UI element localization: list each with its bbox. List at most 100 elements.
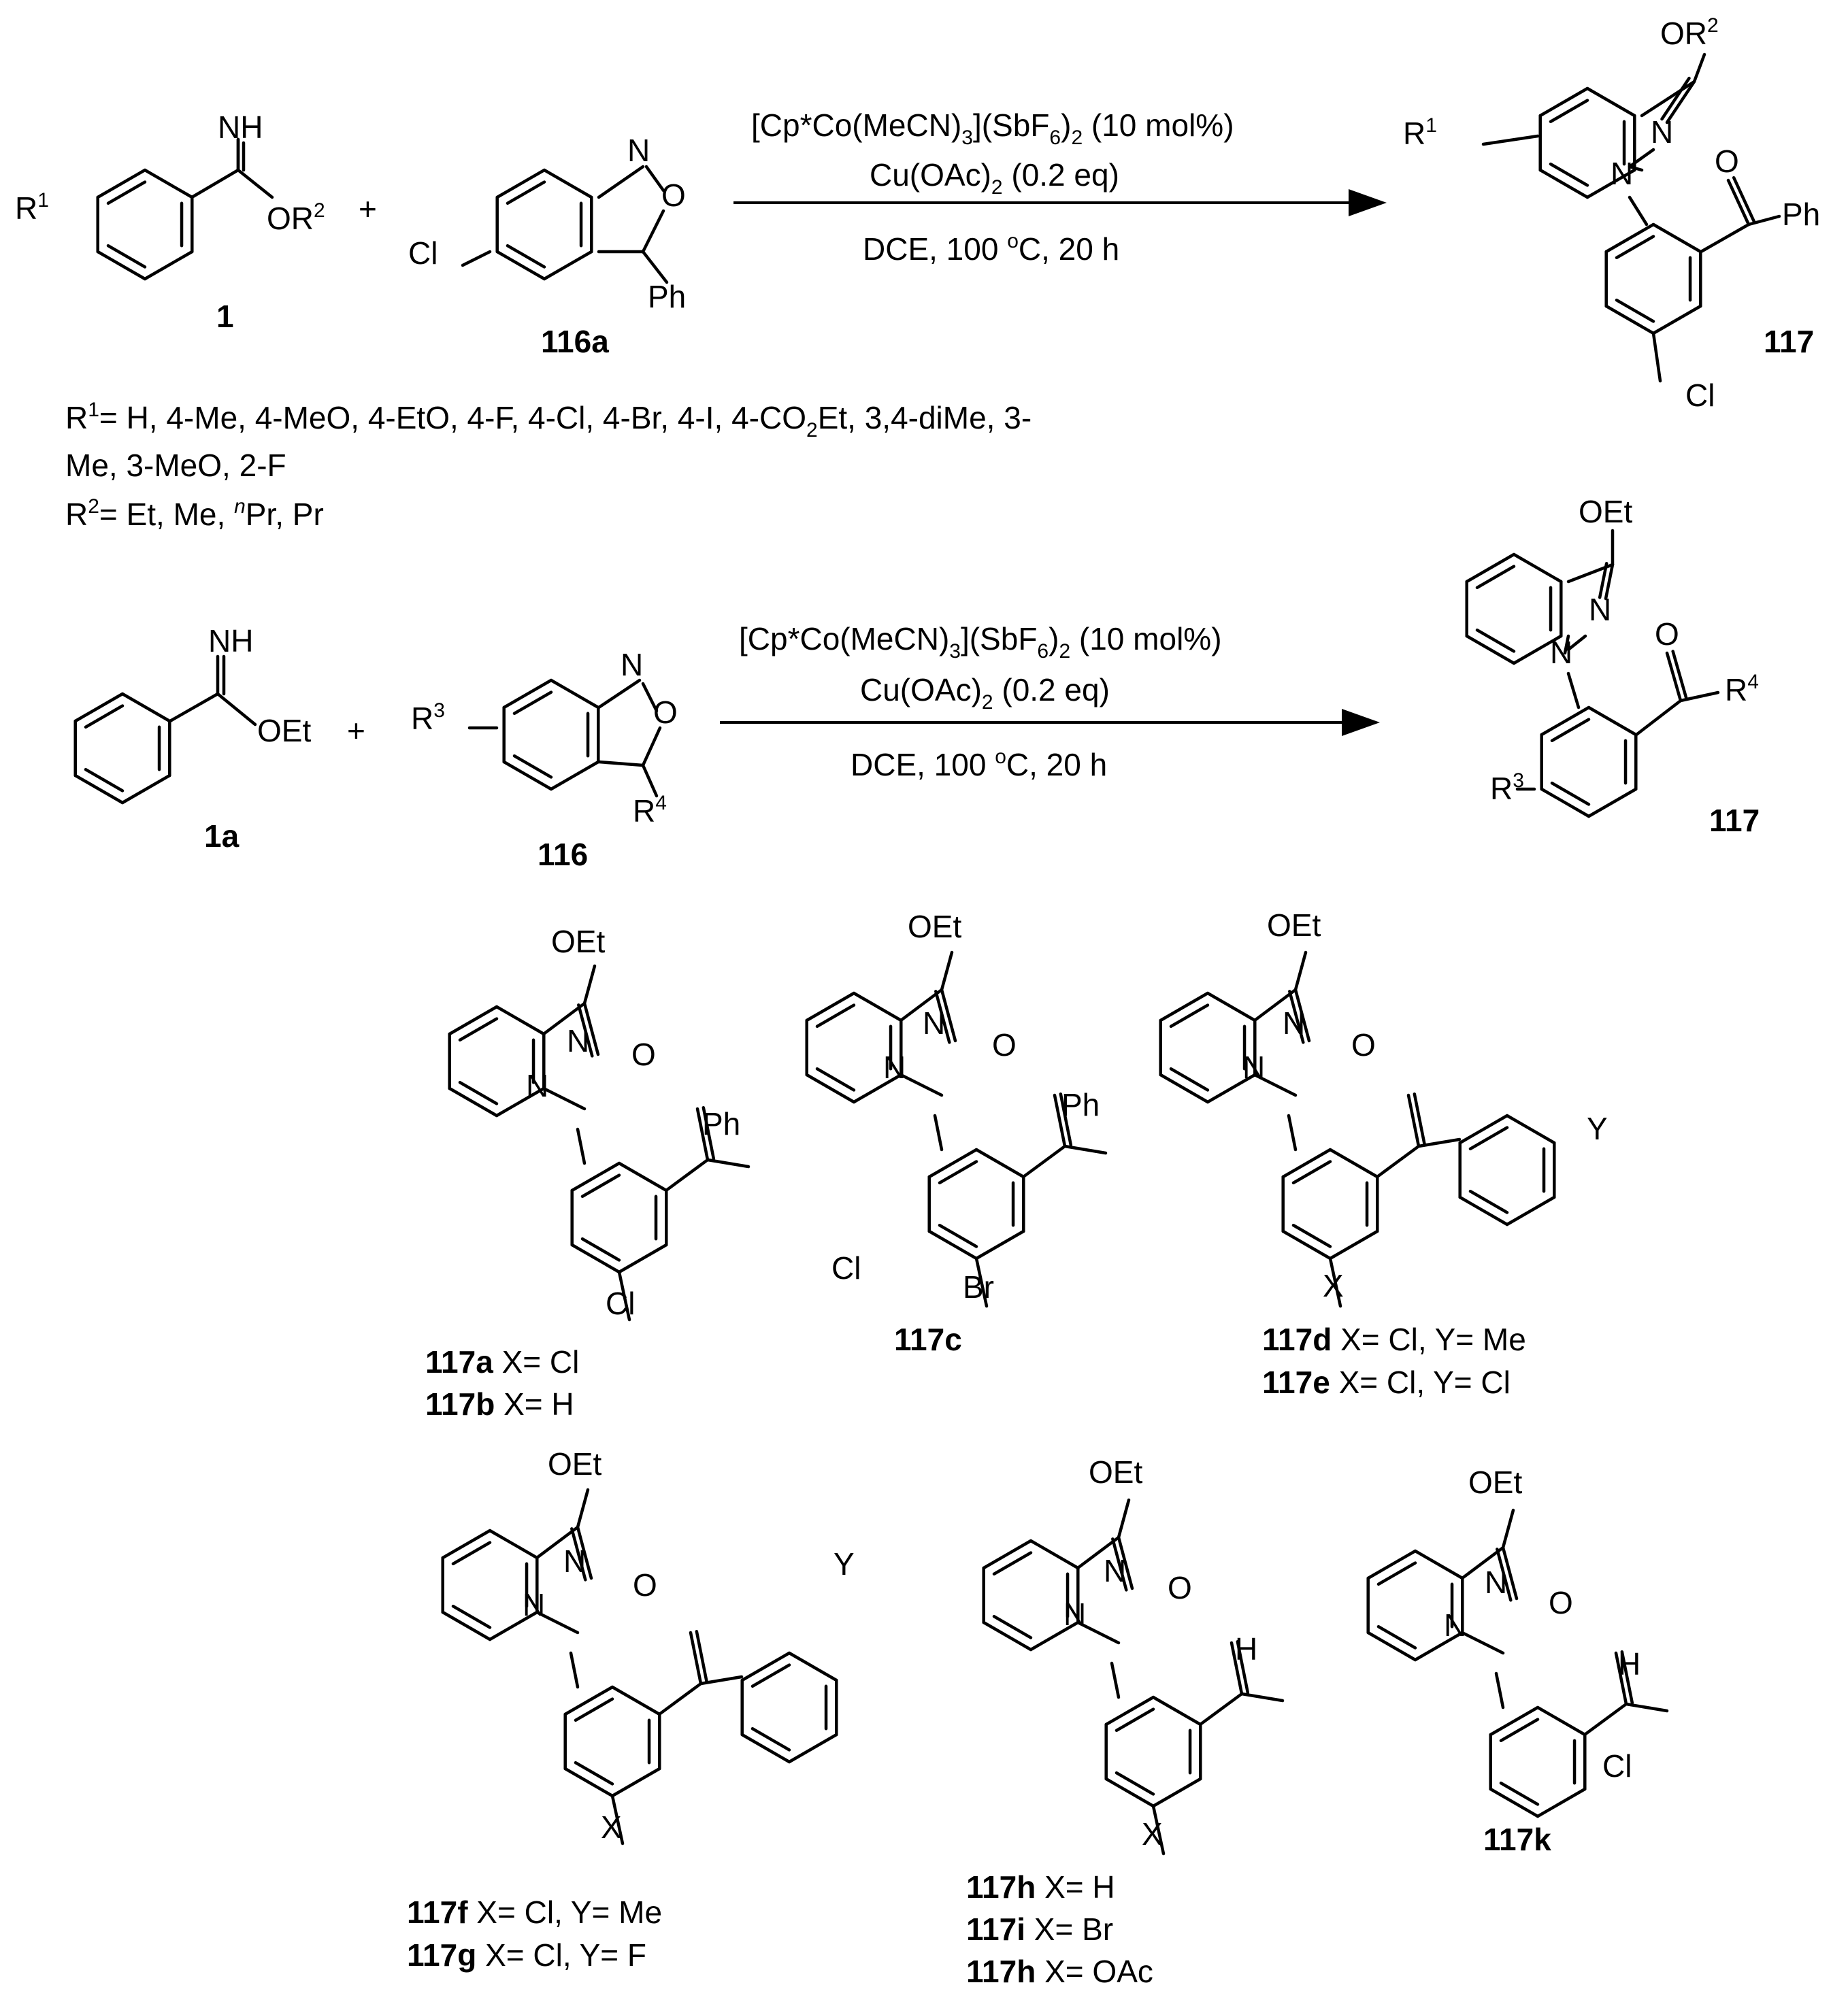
- r4-label: R4: [633, 792, 667, 829]
- r4-label: R4: [1725, 671, 1759, 707]
- ph-label: Ph: [1782, 197, 1820, 232]
- r1-label: R1: [15, 189, 49, 226]
- example-117a-b: OEt N N O Ph Cl 117a X= Cl 117b X= H: [425, 924, 740, 1422]
- caption-117f: 117f X= Cl, Y= Me: [407, 1895, 662, 1930]
- o-label: O: [633, 1567, 657, 1603]
- n-label: N: [1485, 1565, 1507, 1600]
- bond-lines: [73, 52, 1781, 1856]
- cl-label: Cl: [606, 1286, 635, 1321]
- compound-label-1: 1: [216, 299, 234, 334]
- example-117d-e: OEt N N O Y X 117d X= Cl, Y= Me 117e X= …: [1242, 907, 1608, 1400]
- x-label: X: [601, 1809, 622, 1845]
- oet-label: OEt: [1089, 1454, 1142, 1490]
- n-label: N: [1063, 1597, 1086, 1632]
- ph-label: Ph: [648, 279, 686, 314]
- caption-117g: 117g X= Cl, Y= F: [407, 1937, 646, 1973]
- y-label: Y: [1587, 1111, 1608, 1146]
- o-label: O: [1715, 144, 1739, 179]
- oet-label: OEt: [1579, 494, 1632, 529]
- oxidant-condition: Cu(OAc)2 (0.2 eq): [860, 672, 1110, 714]
- r1-substituents-cont: Me, 3-MeO, 2-F: [65, 448, 286, 483]
- o-label: O: [1351, 1027, 1376, 1063]
- catalyst-condition: [Cp*Co(MeCN)3](SbF6)2 (10 mol%): [739, 621, 1222, 663]
- oet-label: OEt: [548, 1446, 601, 1482]
- o-label: O: [1655, 616, 1679, 652]
- n-label: N: [523, 1587, 545, 1622]
- o-label: O: [1549, 1585, 1573, 1620]
- compound-label-116: 116: [538, 837, 588, 872]
- substituent-notes: R1= H, 4-Me, 4-MeO, 4-EtO, 4-F, 4-Cl, 4-…: [65, 399, 1032, 532]
- solvent-temp-condition: DCE, 100 oC, 20 h: [863, 230, 1119, 267]
- o-label: O: [661, 178, 686, 213]
- caption-117c: 117c: [894, 1322, 962, 1357]
- n-label: N: [526, 1068, 548, 1103]
- n-label: N: [563, 1544, 586, 1579]
- n-label: N: [923, 1005, 945, 1041]
- cl-label: Cl: [1685, 378, 1715, 413]
- oet-label: OEt: [1267, 907, 1321, 943]
- x-label: X: [1323, 1268, 1344, 1303]
- plus-sign-1: +: [359, 191, 377, 227]
- r3-label: R3: [1490, 769, 1524, 806]
- caption-117b: 117b X= H: [425, 1386, 574, 1422]
- r1-substituents: R1= H, 4-Me, 4-MeO, 4-EtO, 4-F, 4-Cl, 4-…: [65, 399, 1032, 441]
- ph-label: Ph: [1061, 1087, 1100, 1122]
- n-label: N: [1651, 114, 1673, 150]
- cl-label: Cl: [831, 1250, 861, 1286]
- o-label: O: [1168, 1570, 1192, 1605]
- n-label: N: [1444, 1607, 1466, 1643]
- cl-label: Cl: [1602, 1748, 1632, 1784]
- x-label: X: [1142, 1816, 1163, 1852]
- caption-117e: 117e X= Cl, Y= Cl: [1262, 1365, 1511, 1400]
- n-label: N: [1242, 1050, 1265, 1085]
- reaction-2: NH OEt 1a + R3 N O R4 116 [Cp*Co(MeCN)3]…: [204, 494, 1760, 872]
- caption-117h-oac: 117h X= OAc: [966, 1954, 1153, 1989]
- nh-label: NH: [218, 110, 263, 145]
- oet-label: OEt: [1468, 1465, 1522, 1500]
- oet-label: OEt: [257, 713, 311, 748]
- y-label: Y: [834, 1546, 855, 1582]
- compound-label-117: 117: [1709, 803, 1760, 838]
- oet-label: OEt: [551, 924, 605, 959]
- n-label: N: [1550, 635, 1572, 670]
- caption-117d: 117d X= Cl, Y= Me: [1262, 1322, 1526, 1357]
- caption-117i: 117i X= Br: [966, 1912, 1113, 1947]
- o-label: O: [631, 1037, 656, 1072]
- r1-label: R1: [1403, 114, 1437, 151]
- example-117f-g: OEt N N O Y X 117f X= Cl, Y= Me 117g X= …: [407, 1446, 855, 1973]
- oxidant-condition: Cu(OAc)2 (0.2 eq): [870, 157, 1119, 199]
- n-label: N: [627, 133, 650, 168]
- caption-117k: 117k: [1483, 1822, 1551, 1857]
- plus-sign-2: +: [347, 713, 365, 748]
- or2-label: OR2: [1660, 14, 1719, 51]
- br-label: Br: [963, 1269, 994, 1305]
- example-117h-i: OEt N N O H X 117h X= H 117i X= Br 117h …: [966, 1454, 1257, 1989]
- o-label: O: [653, 695, 678, 730]
- nh-label: NH: [208, 623, 253, 658]
- solvent-temp-condition: DCE, 100 oC, 20 h: [851, 746, 1107, 782]
- n-label: N: [1611, 156, 1633, 191]
- catalyst-condition: [Cp*Co(MeCN)3](SbF6)2 (10 mol%): [751, 107, 1234, 149]
- n-label: N: [1589, 592, 1611, 627]
- h-label: H: [1618, 1646, 1640, 1682]
- oet-label: OEt: [908, 909, 961, 944]
- example-117k: OEt N N O H Cl 117k: [1444, 1465, 1640, 1857]
- reaction-1: R1 NH OR2 1 + Cl N O Ph 116a [Cp*Co(MeCN…: [15, 14, 1820, 413]
- r3-label: R3: [411, 699, 445, 736]
- n-label: N: [567, 1023, 589, 1058]
- compound-label-117: 117: [1764, 324, 1814, 359]
- or2-label: OR2: [267, 199, 325, 236]
- compound-label-1a: 1a: [204, 818, 240, 854]
- n-label: N: [1283, 1005, 1305, 1041]
- r2-substituents: R2= Et, Me, nPr, Pr: [65, 495, 324, 532]
- example-117c: OEt N N O Ph Cl Br 117c: [831, 909, 1100, 1357]
- cl-label: Cl: [408, 235, 438, 271]
- compound-label-116a: 116a: [541, 324, 609, 359]
- caption-117h: 117h X= H: [966, 1869, 1115, 1905]
- caption-117a: 117a X= Cl: [425, 1344, 579, 1380]
- n-label: N: [883, 1050, 906, 1085]
- h-label: H: [1235, 1631, 1257, 1667]
- n-label: N: [1104, 1553, 1126, 1588]
- ph-label: Ph: [702, 1106, 740, 1141]
